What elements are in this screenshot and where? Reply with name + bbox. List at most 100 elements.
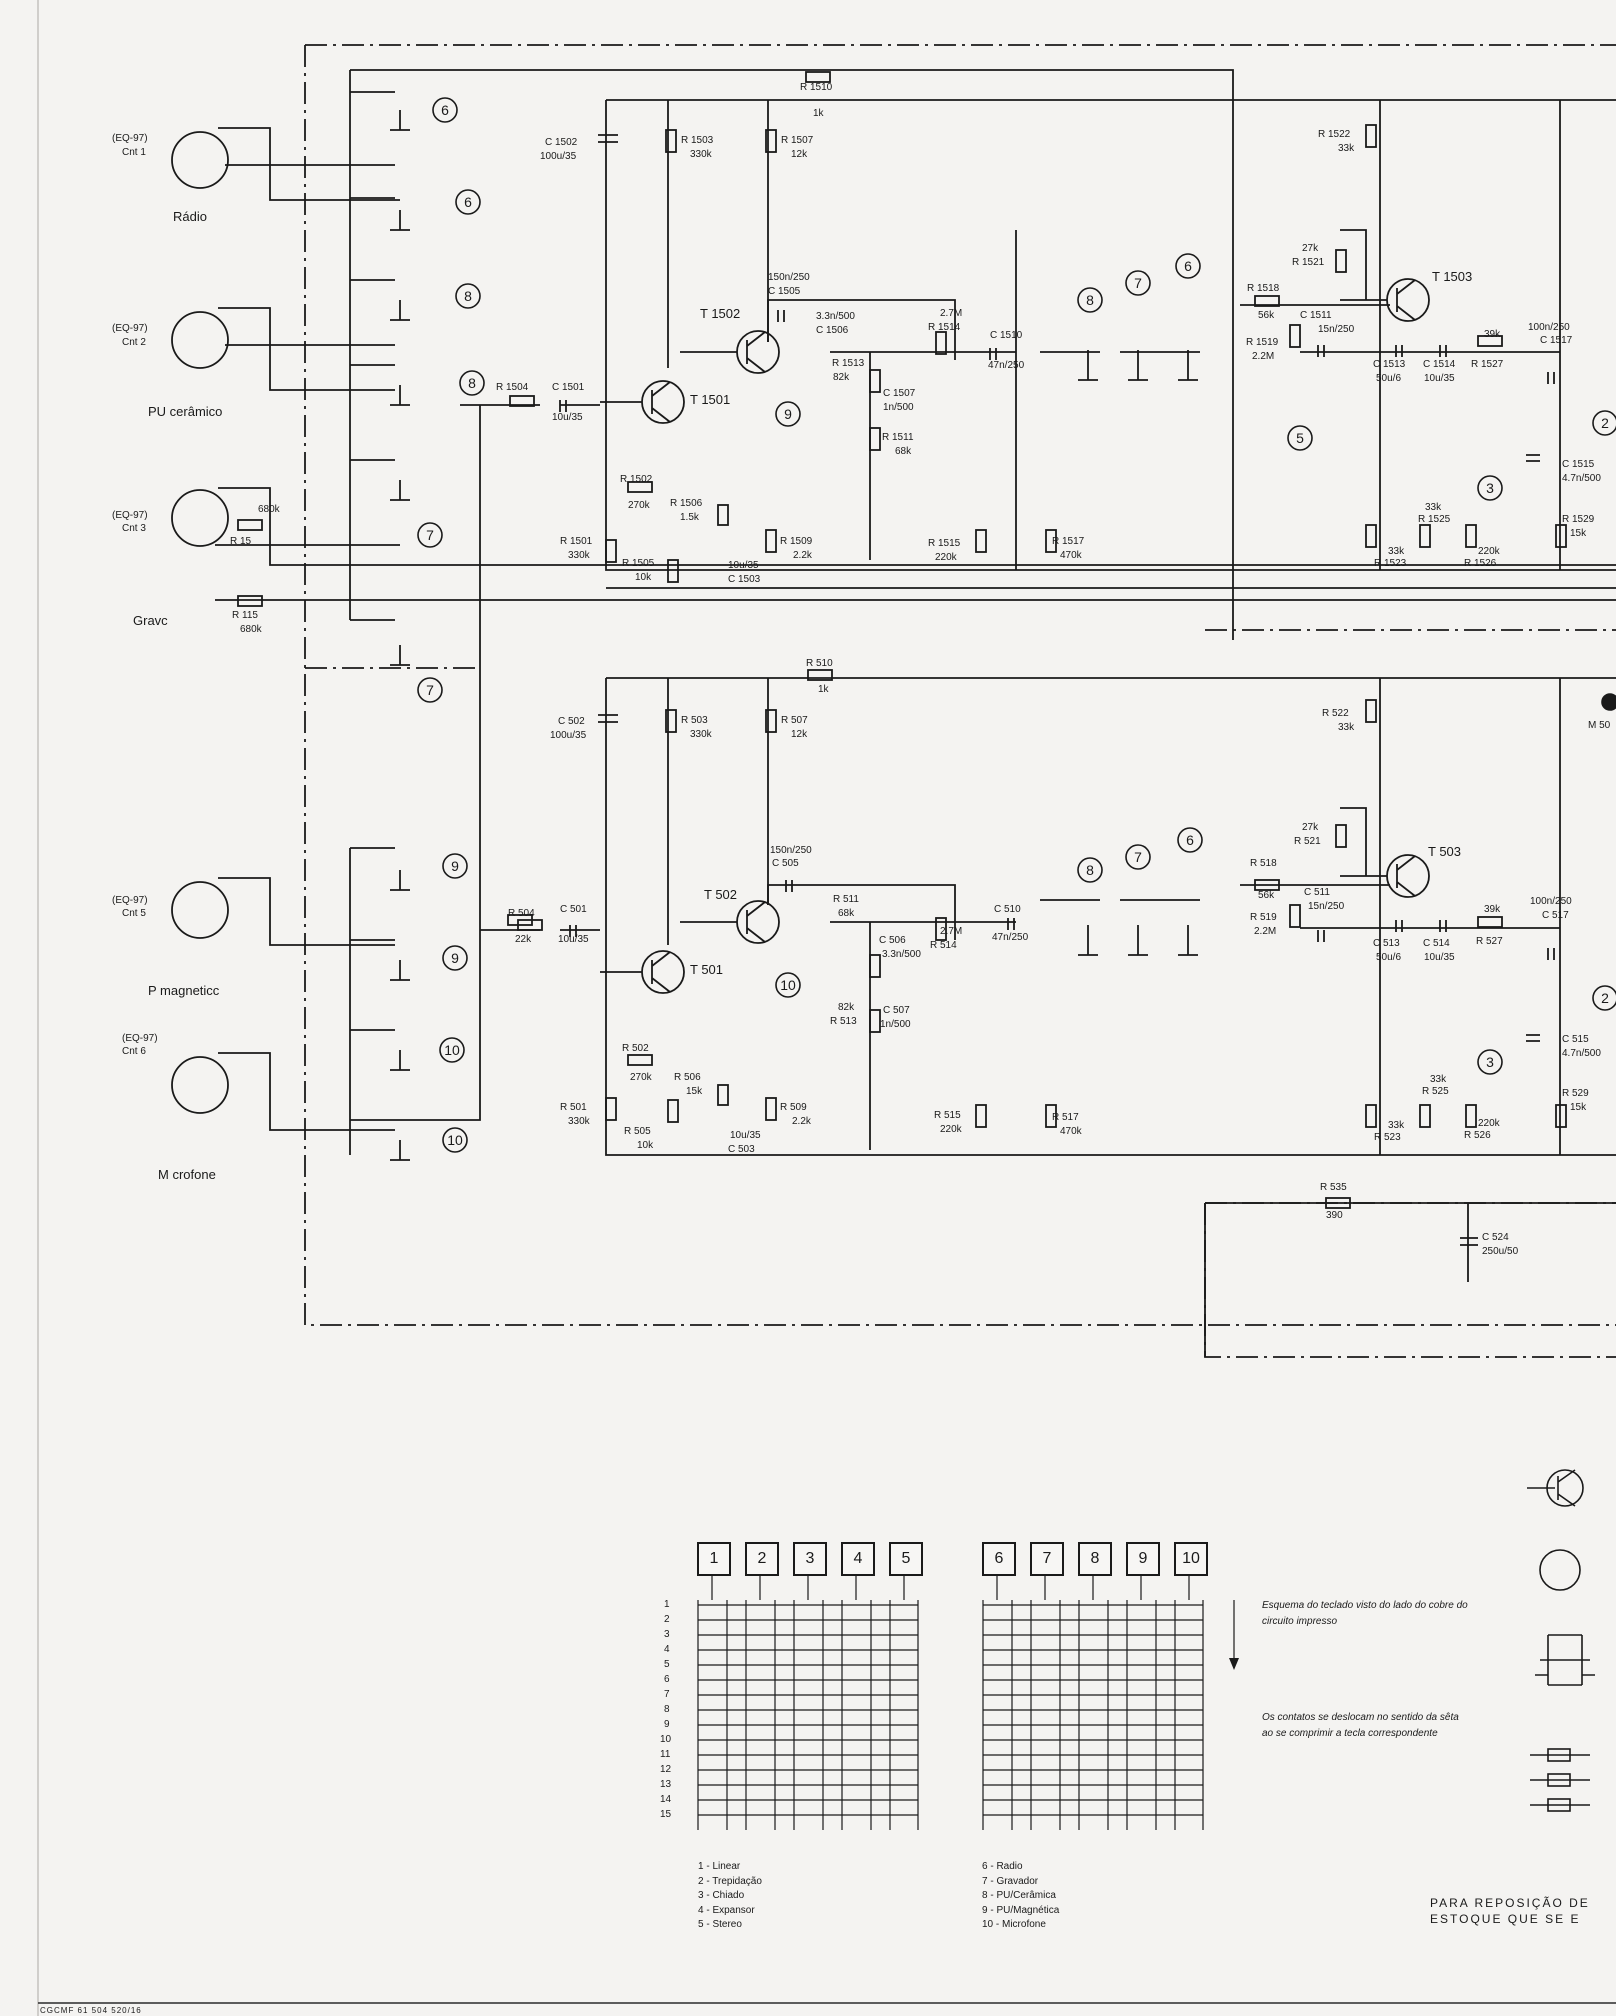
c506-label: C 506 bbox=[879, 935, 906, 946]
c1502-label: C 1502 bbox=[545, 137, 578, 148]
c505-label: C 505 bbox=[772, 858, 799, 869]
r502-label: R 502 bbox=[622, 1043, 649, 1054]
row-number: 15 bbox=[660, 1809, 672, 1820]
r1511-label: R 1511 bbox=[882, 432, 914, 443]
r1526-label: R 1526 bbox=[1464, 558, 1497, 569]
c1517-label: C 1517 bbox=[1540, 335, 1573, 346]
r1526-value: 220k bbox=[1478, 546, 1500, 557]
r519-label: R 519 bbox=[1250, 912, 1277, 923]
r1503-value: 330k bbox=[690, 149, 712, 160]
row-number: 4 bbox=[664, 1644, 670, 1655]
c513-value: 50u/6 bbox=[1376, 952, 1402, 963]
r504-value: 22k bbox=[515, 934, 532, 945]
r517-label: R 517 bbox=[1052, 1112, 1079, 1123]
r515-label: R 515 bbox=[934, 1110, 961, 1121]
gravador-input-label: Gravc bbox=[133, 613, 168, 628]
radio-input-label: Rádio bbox=[173, 209, 207, 224]
replacement-note-line-1: PARA REPOSIÇÃO DE bbox=[1430, 1896, 1590, 1910]
microfone-input-label: M crofone bbox=[158, 1167, 216, 1182]
c515-label: C 515 bbox=[1562, 1034, 1589, 1045]
r1529-value: 15k bbox=[1570, 528, 1587, 539]
c524-label: C 524 bbox=[1482, 1232, 1509, 1243]
r1510-label: R 1510 bbox=[800, 82, 833, 93]
r522-label: R 522 bbox=[1322, 708, 1349, 719]
key-4: 4 bbox=[841, 1542, 875, 1576]
r115-label: R 115 bbox=[232, 610, 258, 621]
c502-value: 100u/35 bbox=[550, 730, 587, 741]
r518-value: 56k bbox=[1258, 890, 1275, 901]
r1518-value: 56k bbox=[1258, 310, 1275, 321]
c1514-value: 10u/35 bbox=[1424, 373, 1455, 384]
r527-value: 39k bbox=[1484, 904, 1501, 915]
c514-label: C 514 bbox=[1423, 938, 1450, 949]
row-number: 1 bbox=[664, 1599, 670, 1610]
m50-label: M 50 bbox=[1588, 720, 1611, 731]
r526-value: 220k bbox=[1478, 1118, 1500, 1129]
r1502-label: R 1502 bbox=[620, 474, 653, 485]
r529-value: 15k bbox=[1570, 1102, 1587, 1113]
key-10: 10 bbox=[1174, 1542, 1208, 1576]
r515-value: 220k bbox=[940, 1124, 962, 1135]
r503-value: 330k bbox=[690, 729, 712, 740]
r501-label: R 501 bbox=[560, 1102, 587, 1113]
keyboard-note-contacts: Os contatos se deslocam no sentido da sê… bbox=[1262, 1712, 1459, 1739]
r509-value: 2.2k bbox=[792, 1116, 811, 1127]
pu-magnetico-input-label: P magneticc bbox=[148, 983, 220, 998]
r1507-label: R 1507 bbox=[781, 135, 814, 146]
r501-value: 330k bbox=[568, 1116, 590, 1127]
row-number: 11 bbox=[660, 1749, 671, 1760]
key-legend-left: 1 - Linear 2 - Trepidação 3 - Chiado 4 -… bbox=[698, 1860, 762, 1933]
legend-item: 9 - PU/Magnética bbox=[982, 1904, 1060, 1916]
r518-label: R 518 bbox=[1250, 858, 1277, 869]
c524-value: 250u/50 bbox=[1482, 1246, 1519, 1257]
svg-text:6: 6 bbox=[464, 194, 472, 210]
c1501-label: C 1501 bbox=[552, 382, 585, 393]
r1502-value: 270k bbox=[628, 500, 650, 511]
c507-label: C 507 bbox=[883, 1005, 910, 1016]
r521-label: R 521 bbox=[1294, 836, 1321, 847]
legend-item: 1 - Linear bbox=[698, 1861, 741, 1872]
r1529-label: R 1529 bbox=[1562, 514, 1595, 525]
c1503-label: C 1503 bbox=[728, 574, 761, 585]
r15-label: R 15 bbox=[230, 536, 252, 547]
key-5: 5 bbox=[889, 1542, 923, 1576]
key-legend-right: 6 - Radio 7 - Gravador 8 - PU/Cerâmica 9… bbox=[982, 1860, 1059, 1933]
r523-value: 33k bbox=[1388, 1120, 1405, 1131]
gravador-input-connector: Cnt 3 bbox=[122, 523, 146, 534]
key-6: 6 bbox=[982, 1542, 1016, 1576]
radio-input-connector: Cnt 1 bbox=[122, 147, 146, 158]
r1515-value: 220k bbox=[935, 552, 957, 563]
c1501-value: 10u/35 bbox=[552, 412, 583, 423]
r510-value: 1k bbox=[818, 684, 829, 695]
r1507-value: 12k bbox=[791, 149, 808, 160]
c514-value: 10u/35 bbox=[1424, 952, 1455, 963]
r1521-label: R 1521 bbox=[1292, 257, 1325, 268]
microfone-input-connector: Cnt 6 bbox=[122, 1046, 146, 1057]
c1510-value: 47n/250 bbox=[988, 360, 1025, 371]
c1514-label: C 1514 bbox=[1423, 359, 1456, 370]
r535-label: R 535 bbox=[1320, 1182, 1347, 1193]
svg-text:5: 5 bbox=[1296, 430, 1304, 446]
legend-item: 4 - Expansor bbox=[698, 1904, 755, 1916]
r15-value: 680k bbox=[258, 504, 280, 515]
r506-label: R 506 bbox=[674, 1072, 701, 1083]
pu-ceramico-input-connector: Cnt 2 bbox=[122, 337, 146, 348]
r526-label: R 526 bbox=[1464, 1130, 1491, 1141]
svg-text:8: 8 bbox=[1086, 292, 1094, 308]
c510-label: C 510 bbox=[994, 904, 1021, 915]
replacement-note-line-2: ESTOQUE QUE SE E bbox=[1430, 1912, 1581, 1927]
print-code: CGCMF 61 504 520/16 bbox=[40, 2006, 142, 2015]
r1505-value: 10k bbox=[635, 572, 652, 583]
svg-text:9: 9 bbox=[451, 950, 459, 966]
legend-item: 7 - Gravador bbox=[982, 1875, 1039, 1887]
row-number: 2 bbox=[664, 1614, 670, 1625]
r1525-value: 33k bbox=[1425, 502, 1442, 513]
t1502-label: T 1502 bbox=[700, 306, 741, 321]
c1515-value: 4.7n/500 bbox=[1562, 473, 1601, 484]
r1525-label: R 1525 bbox=[1418, 514, 1451, 525]
c1505-label: C 1505 bbox=[768, 286, 801, 297]
r525-value: 33k bbox=[1430, 1074, 1447, 1085]
svg-text:3: 3 bbox=[1486, 480, 1494, 496]
c517-label: C 517 bbox=[1542, 910, 1569, 921]
r1501-label: R 1501 bbox=[560, 536, 593, 547]
